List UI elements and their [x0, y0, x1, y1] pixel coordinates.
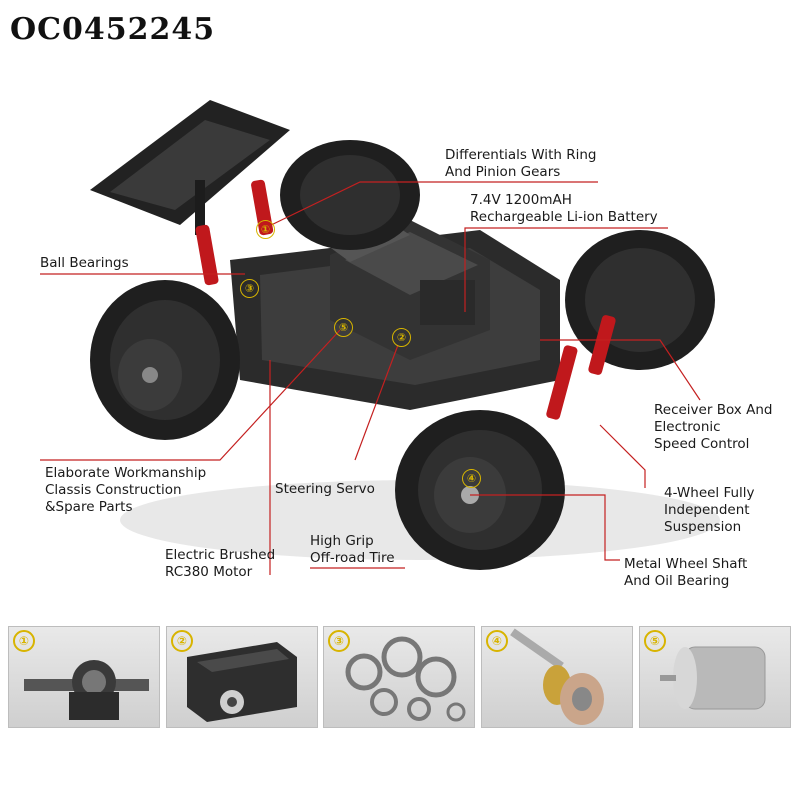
part-badge: ④ [486, 630, 508, 652]
callout-ball-bearings: Ball Bearings [40, 255, 129, 271]
marker-1: ① [256, 220, 275, 239]
chassis [230, 215, 560, 410]
steering-servo-icon [187, 642, 297, 722]
wheel-shaft-icon [510, 628, 604, 725]
wheel-rear-left [90, 280, 240, 440]
callout-steering-servo: Steering Servo [275, 481, 375, 497]
wheel-front-right [565, 230, 715, 370]
product-code: OC0452245 [10, 12, 216, 47]
part-thumb-wheel-shaft: ④ [481, 626, 633, 728]
marker-4: ④ [462, 469, 481, 488]
part-thumb-bearings: ③ [323, 626, 475, 728]
part-badge: ③ [328, 630, 350, 652]
wheel-front-left [395, 410, 565, 570]
part-badge: ② [171, 630, 193, 652]
differential-gear-icon [24, 660, 149, 720]
rc-truck-illustration [40, 100, 720, 575]
wheel-rear-right [280, 140, 420, 250]
leader-lines [40, 181, 701, 575]
part-thumb-servo: ② [166, 626, 318, 728]
part-badge: ① [13, 630, 35, 652]
marker-3: ③ [240, 279, 259, 298]
brushed-motor-icon [660, 646, 766, 710]
marker-2: ② [392, 328, 411, 347]
part-thumb-motor: ⑤ [639, 626, 791, 728]
part-badge: ⑤ [644, 630, 666, 652]
rear-wing [90, 100, 290, 235]
marker-5: ⑤ [334, 318, 353, 337]
ball-bearings-icon [345, 636, 466, 722]
part-thumb-differential: ① [8, 626, 160, 728]
